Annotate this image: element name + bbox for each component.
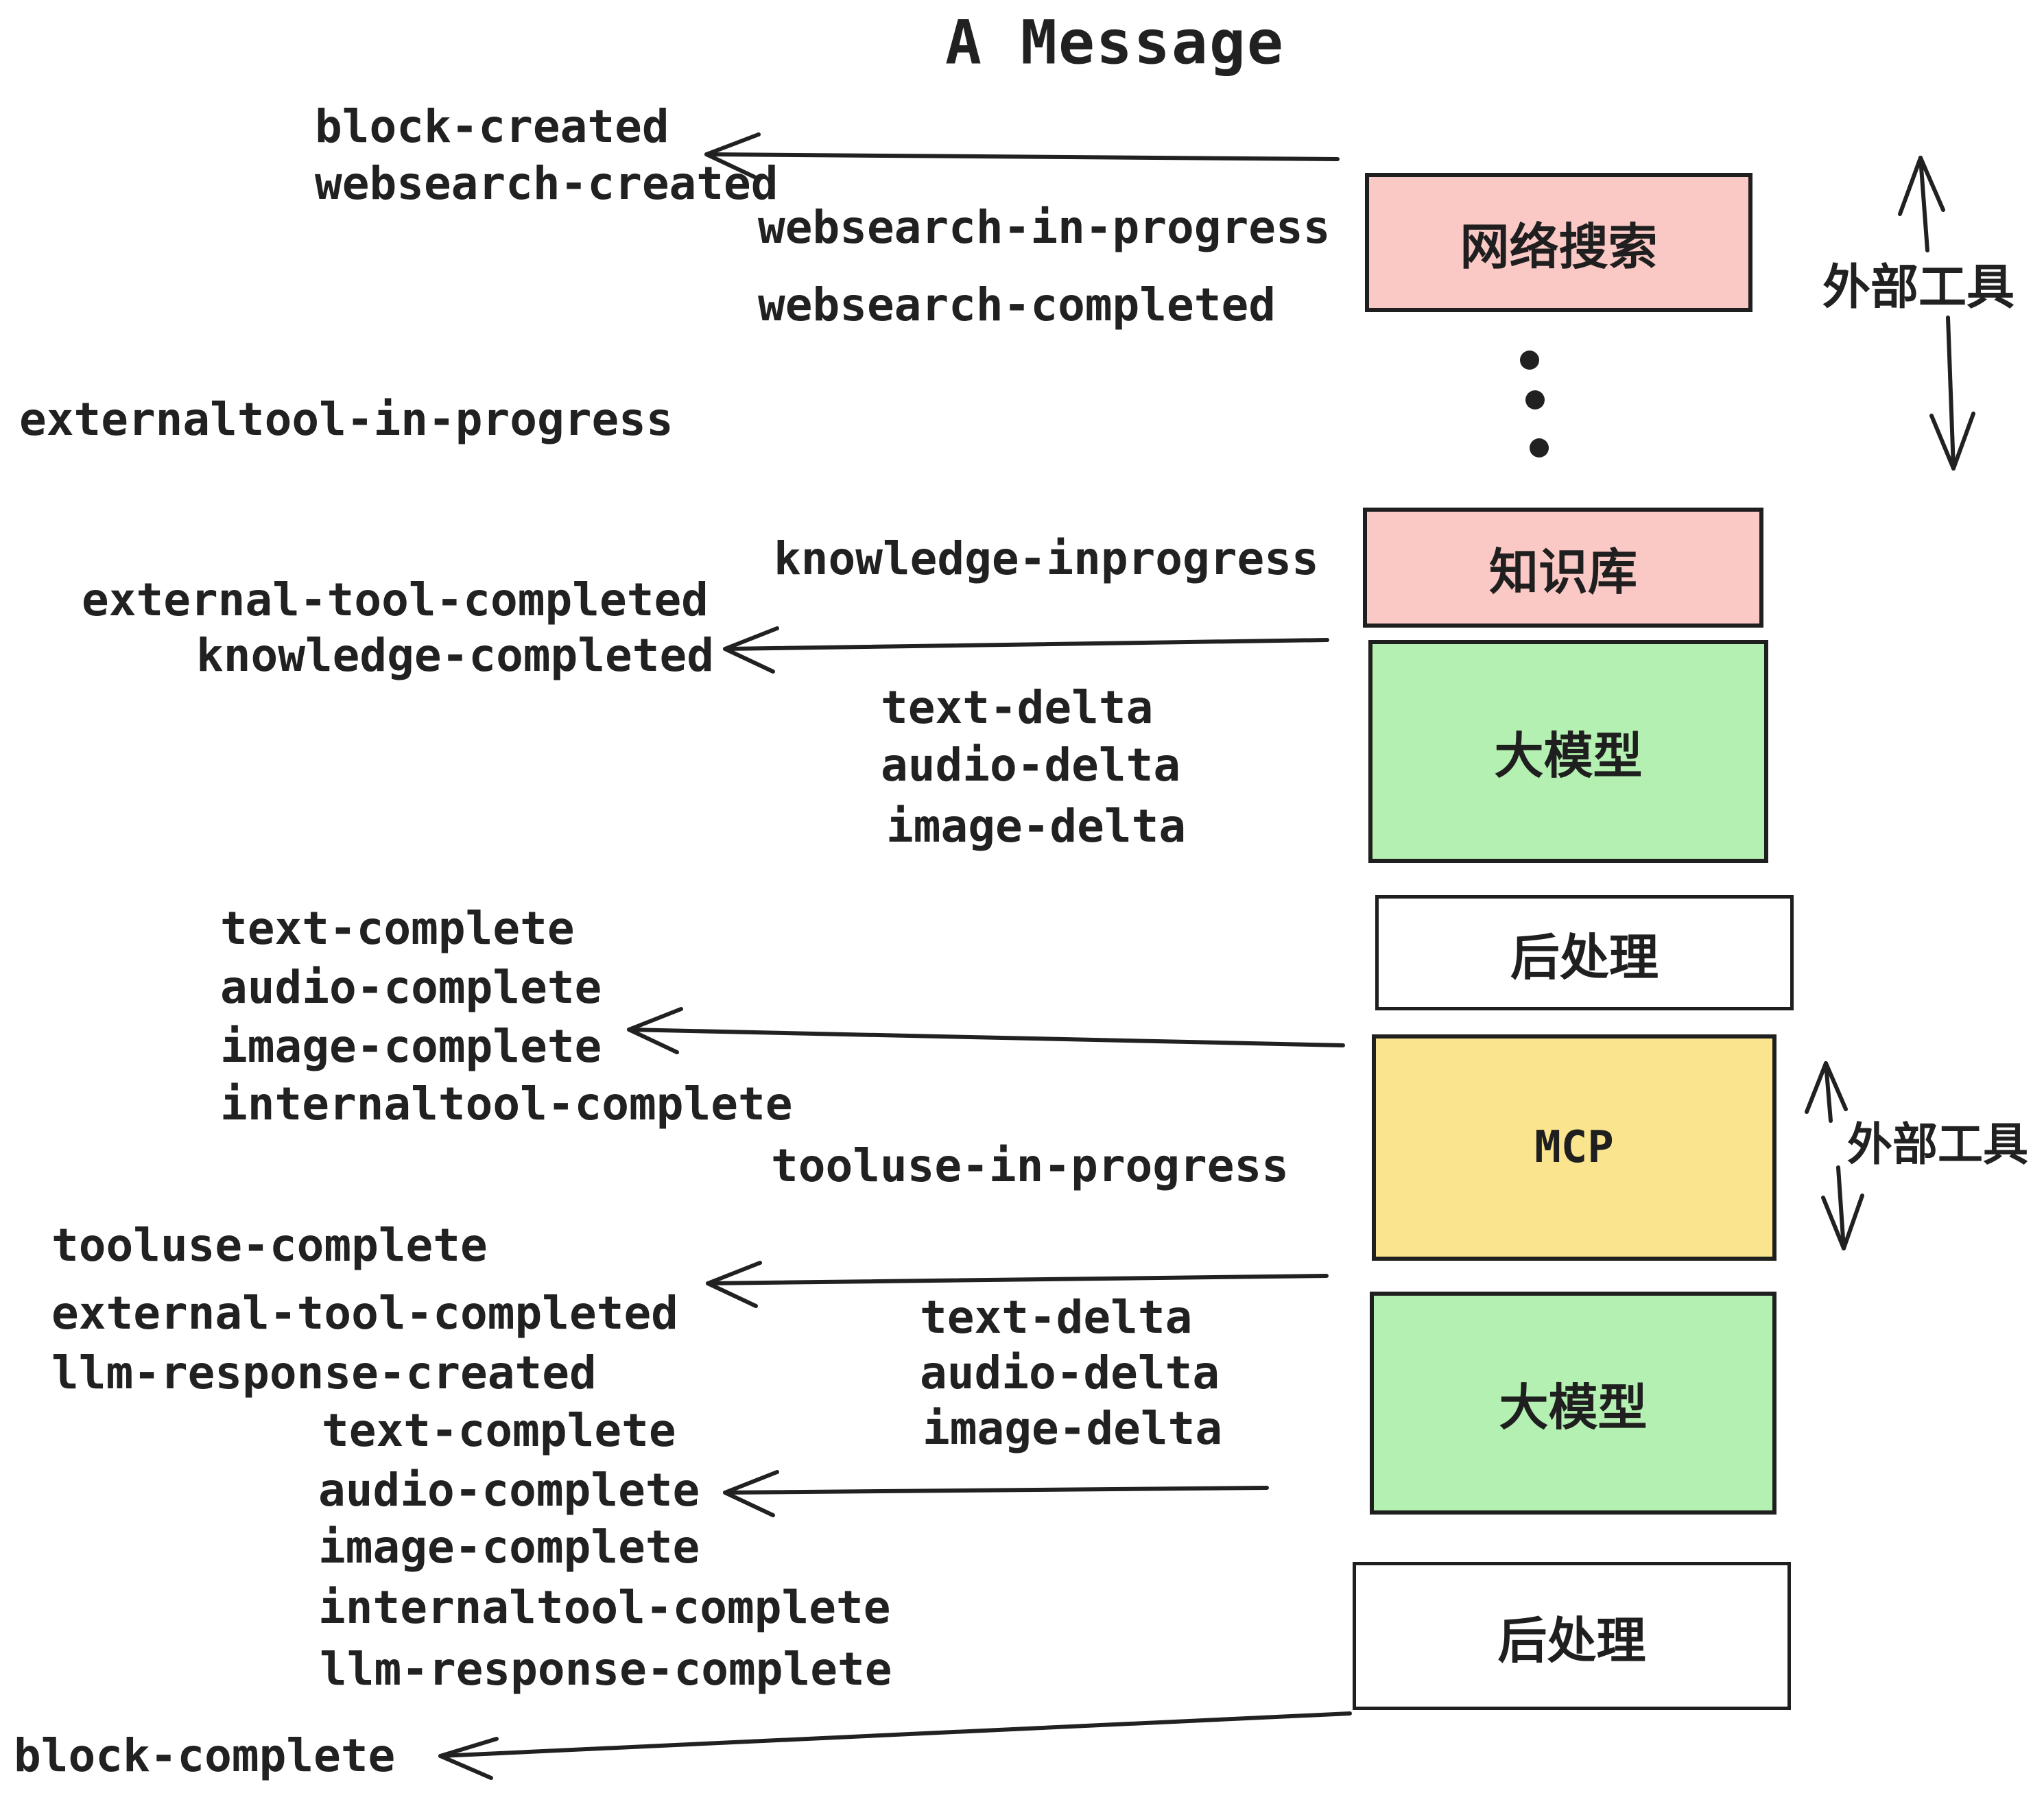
event-websearch-completed: websearch-completed — [758, 278, 1276, 331]
event-internaltool-complete-1: internaltool-complete — [220, 1078, 793, 1130]
external-tools-bottom-up-arrow — [1805, 1061, 1848, 1123]
arrow-websearch-to-block-created — [704, 132, 1340, 179]
event-block-created: block-created — [315, 100, 669, 153]
box-knowledge-label: 知识库 — [1488, 543, 1637, 601]
event-internaltool-complete-2: internaltool-complete — [318, 1581, 891, 1634]
box-websearch: 网络搜索 — [1365, 173, 1752, 312]
event-image-delta-1: image-delta — [886, 800, 1187, 853]
external-tools-bottom-label: 外部工具 — [1847, 1118, 2028, 1171]
box-websearch-label: 网络搜索 — [1460, 218, 1658, 276]
box-postprocess-top: 后处理 — [1375, 895, 1794, 1010]
box-llm-top: 大模型 — [1368, 640, 1768, 863]
external-tools-top-down-arrow — [1929, 316, 1975, 471]
event-tooluse-in-progress: tooluse-in-progress — [771, 1139, 1289, 1192]
event-llm-response-complete: llm-response-complete — [320, 1643, 892, 1696]
event-knowledge-inprogress: knowledge-inprogress — [774, 532, 1319, 585]
event-image-delta-2: image-delta — [923, 1402, 1223, 1455]
diagram-title: A Message — [945, 7, 1285, 78]
event-audio-delta-2: audio-delta — [920, 1346, 1220, 1399]
box-postprocess-bottom-label: 后处理 — [1497, 1611, 1646, 1670]
external-tools-bottom-down-arrow — [1821, 1165, 1864, 1250]
event-audio-delta-1: audio-delta — [881, 739, 1181, 792]
event-audio-complete-2: audio-complete — [318, 1464, 700, 1517]
event-text-delta-1: text-delta — [881, 681, 1154, 734]
event-external-tool-completed-2: external-tool-completed — [51, 1287, 678, 1340]
box-mcp-label: MCP — [1534, 1122, 1614, 1173]
external-tools-top-up-arrow — [1898, 156, 1945, 252]
box-llm-bottom: 大模型 — [1370, 1292, 1776, 1515]
arrow-postprocess-to-block-complete — [438, 1711, 1352, 1780]
box-postprocess-top-label: 后处理 — [1510, 928, 1659, 986]
event-text-complete-1: text-complete — [220, 902, 575, 955]
arrow-postprocess-to-complete-block — [627, 1007, 1345, 1054]
box-llm-bottom-label: 大模型 — [1499, 1379, 1648, 1436]
box-postprocess-bottom: 后处理 — [1353, 1562, 1791, 1710]
event-knowledge-completed: knowledge-completed — [196, 629, 714, 682]
arrow-llm-to-audio-complete — [723, 1470, 1269, 1517]
event-audio-complete-1: audio-complete — [220, 961, 602, 1014]
event-block-complete: block-complete — [14, 1729, 396, 1782]
external-tools-top-label: 外部工具 — [1822, 259, 2015, 316]
event-websearch-in-progress: websearch-in-progress — [758, 201, 1331, 254]
vertical-ellipsis-dots — [1520, 351, 1549, 458]
event-image-complete-2: image-complete — [318, 1521, 700, 1574]
event-websearch-created: websearch-created — [315, 157, 779, 210]
event-tooluse-complete: tooluse-complete — [51, 1219, 488, 1272]
event-image-complete-1: image-complete — [220, 1020, 602, 1073]
box-knowledge: 知识库 — [1363, 508, 1763, 628]
box-mcp: MCP — [1372, 1034, 1776, 1261]
arrow-knowledge-to-completed — [723, 626, 1329, 674]
event-llm-response-created: llm-response-created — [51, 1346, 597, 1399]
event-text-complete-2: text-complete — [322, 1404, 676, 1457]
event-text-delta-2: text-delta — [920, 1291, 1193, 1344]
box-llm-top-label: 大模型 — [1494, 727, 1643, 785]
event-external-tool-completed-1: external-tool-completed — [82, 573, 709, 626]
event-externaltool-in-progress: externaltool-in-progress — [19, 393, 674, 446]
